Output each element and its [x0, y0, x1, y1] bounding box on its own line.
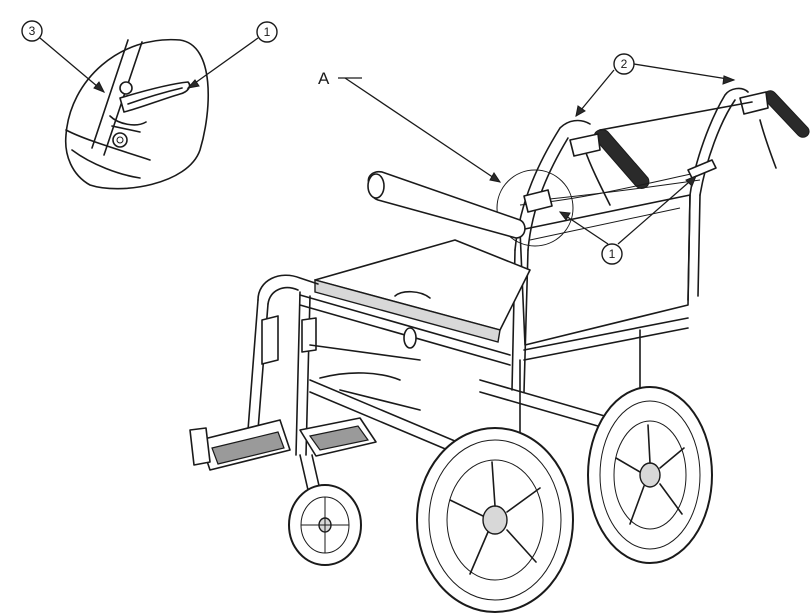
front-caster	[288, 454, 362, 566]
callout-a-text: A	[318, 69, 330, 88]
seat	[299, 239, 531, 366]
rear-wheel-near	[416, 427, 574, 613]
backrest	[511, 87, 749, 393]
callout-2-text: 2	[621, 57, 628, 71]
rear-wheel-far	[587, 386, 713, 564]
callout-2: 2	[575, 53, 736, 117]
callout-1-inset: 1	[186, 21, 278, 89]
push-handles	[519, 90, 810, 213]
armrest	[367, 170, 526, 239]
callout-1-main-text: 1	[609, 247, 616, 261]
callout-3: 3	[21, 20, 106, 93]
hinge-highlight-circle	[496, 169, 574, 247]
callout-a: A	[318, 69, 502, 183]
callout-1-main: 1	[558, 175, 697, 265]
detail-inset	[64, 38, 210, 190]
footplates	[189, 417, 377, 471]
callout-1-inset-text: 1	[264, 25, 271, 39]
callout-3-text: 3	[29, 24, 36, 38]
